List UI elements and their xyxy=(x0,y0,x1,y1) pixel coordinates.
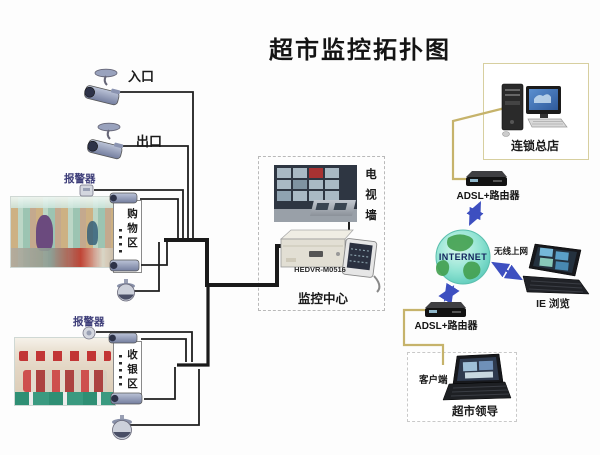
exit-label: 出口 xyxy=(136,134,163,149)
tv-wall-label: 电视墙 xyxy=(364,168,376,230)
connector-dots xyxy=(119,355,122,389)
internet-label: INTERNET xyxy=(439,252,487,262)
zone-box-shopping: 购物区 xyxy=(113,200,142,273)
dome-camera-icon xyxy=(117,279,135,302)
ie-browse-label: IE 浏览 xyxy=(536,298,570,310)
dvr-model-label: HEDVR-M0516 xyxy=(294,265,346,274)
page-title: 超市监控拓扑图 xyxy=(269,37,451,64)
photo-crowd-shape xyxy=(23,370,107,392)
adsl-router-icon xyxy=(466,171,507,186)
client-label: 客户端 xyxy=(419,375,448,386)
tv-wall-screens xyxy=(277,168,339,201)
zone-label-checkout: 收银区 xyxy=(126,349,138,393)
photo-person-shape xyxy=(87,220,99,245)
adsl-router-icon xyxy=(425,302,466,317)
zone-label-shopping: 购物区 xyxy=(126,208,138,252)
alarm-label-shopping: 报警器 xyxy=(64,173,96,185)
adsl-router-top-label: ADSL+路由器 xyxy=(456,191,520,202)
headquarters-label: 连锁总店 xyxy=(510,139,559,153)
monitoring-center-label: 监控中心 xyxy=(297,292,348,306)
photo-checkout-area xyxy=(14,337,116,406)
photo-counter-shape xyxy=(11,248,123,267)
supermarket-leader-label: 超市领导 xyxy=(452,406,498,418)
adsl-router-bottom-label: ADSL+路由器 xyxy=(414,321,478,332)
control-desk xyxy=(310,200,356,216)
entrance-label: 入口 xyxy=(128,69,155,84)
entrance-camera-icon xyxy=(84,68,121,106)
internet-globe-icon: INTERNET xyxy=(435,229,491,285)
exit-camera-icon xyxy=(87,122,124,160)
connector-dots xyxy=(119,229,122,257)
tv-wall-image xyxy=(274,165,357,222)
alarm-device-icon xyxy=(79,184,94,197)
zone-box-checkout: 收银区 xyxy=(113,341,142,400)
wireless-label: 无线上网 xyxy=(494,246,529,256)
photo-counter-shape xyxy=(15,392,115,405)
alarm-label-checkout: 报警器 xyxy=(73,316,105,328)
monitoring-center-box xyxy=(258,156,385,311)
photo-banner-shape xyxy=(19,351,111,362)
photo-person-shape xyxy=(35,215,53,252)
photo-shopping-area xyxy=(10,196,124,268)
laptop-icon xyxy=(522,243,590,295)
dome-camera-icon xyxy=(112,415,132,440)
